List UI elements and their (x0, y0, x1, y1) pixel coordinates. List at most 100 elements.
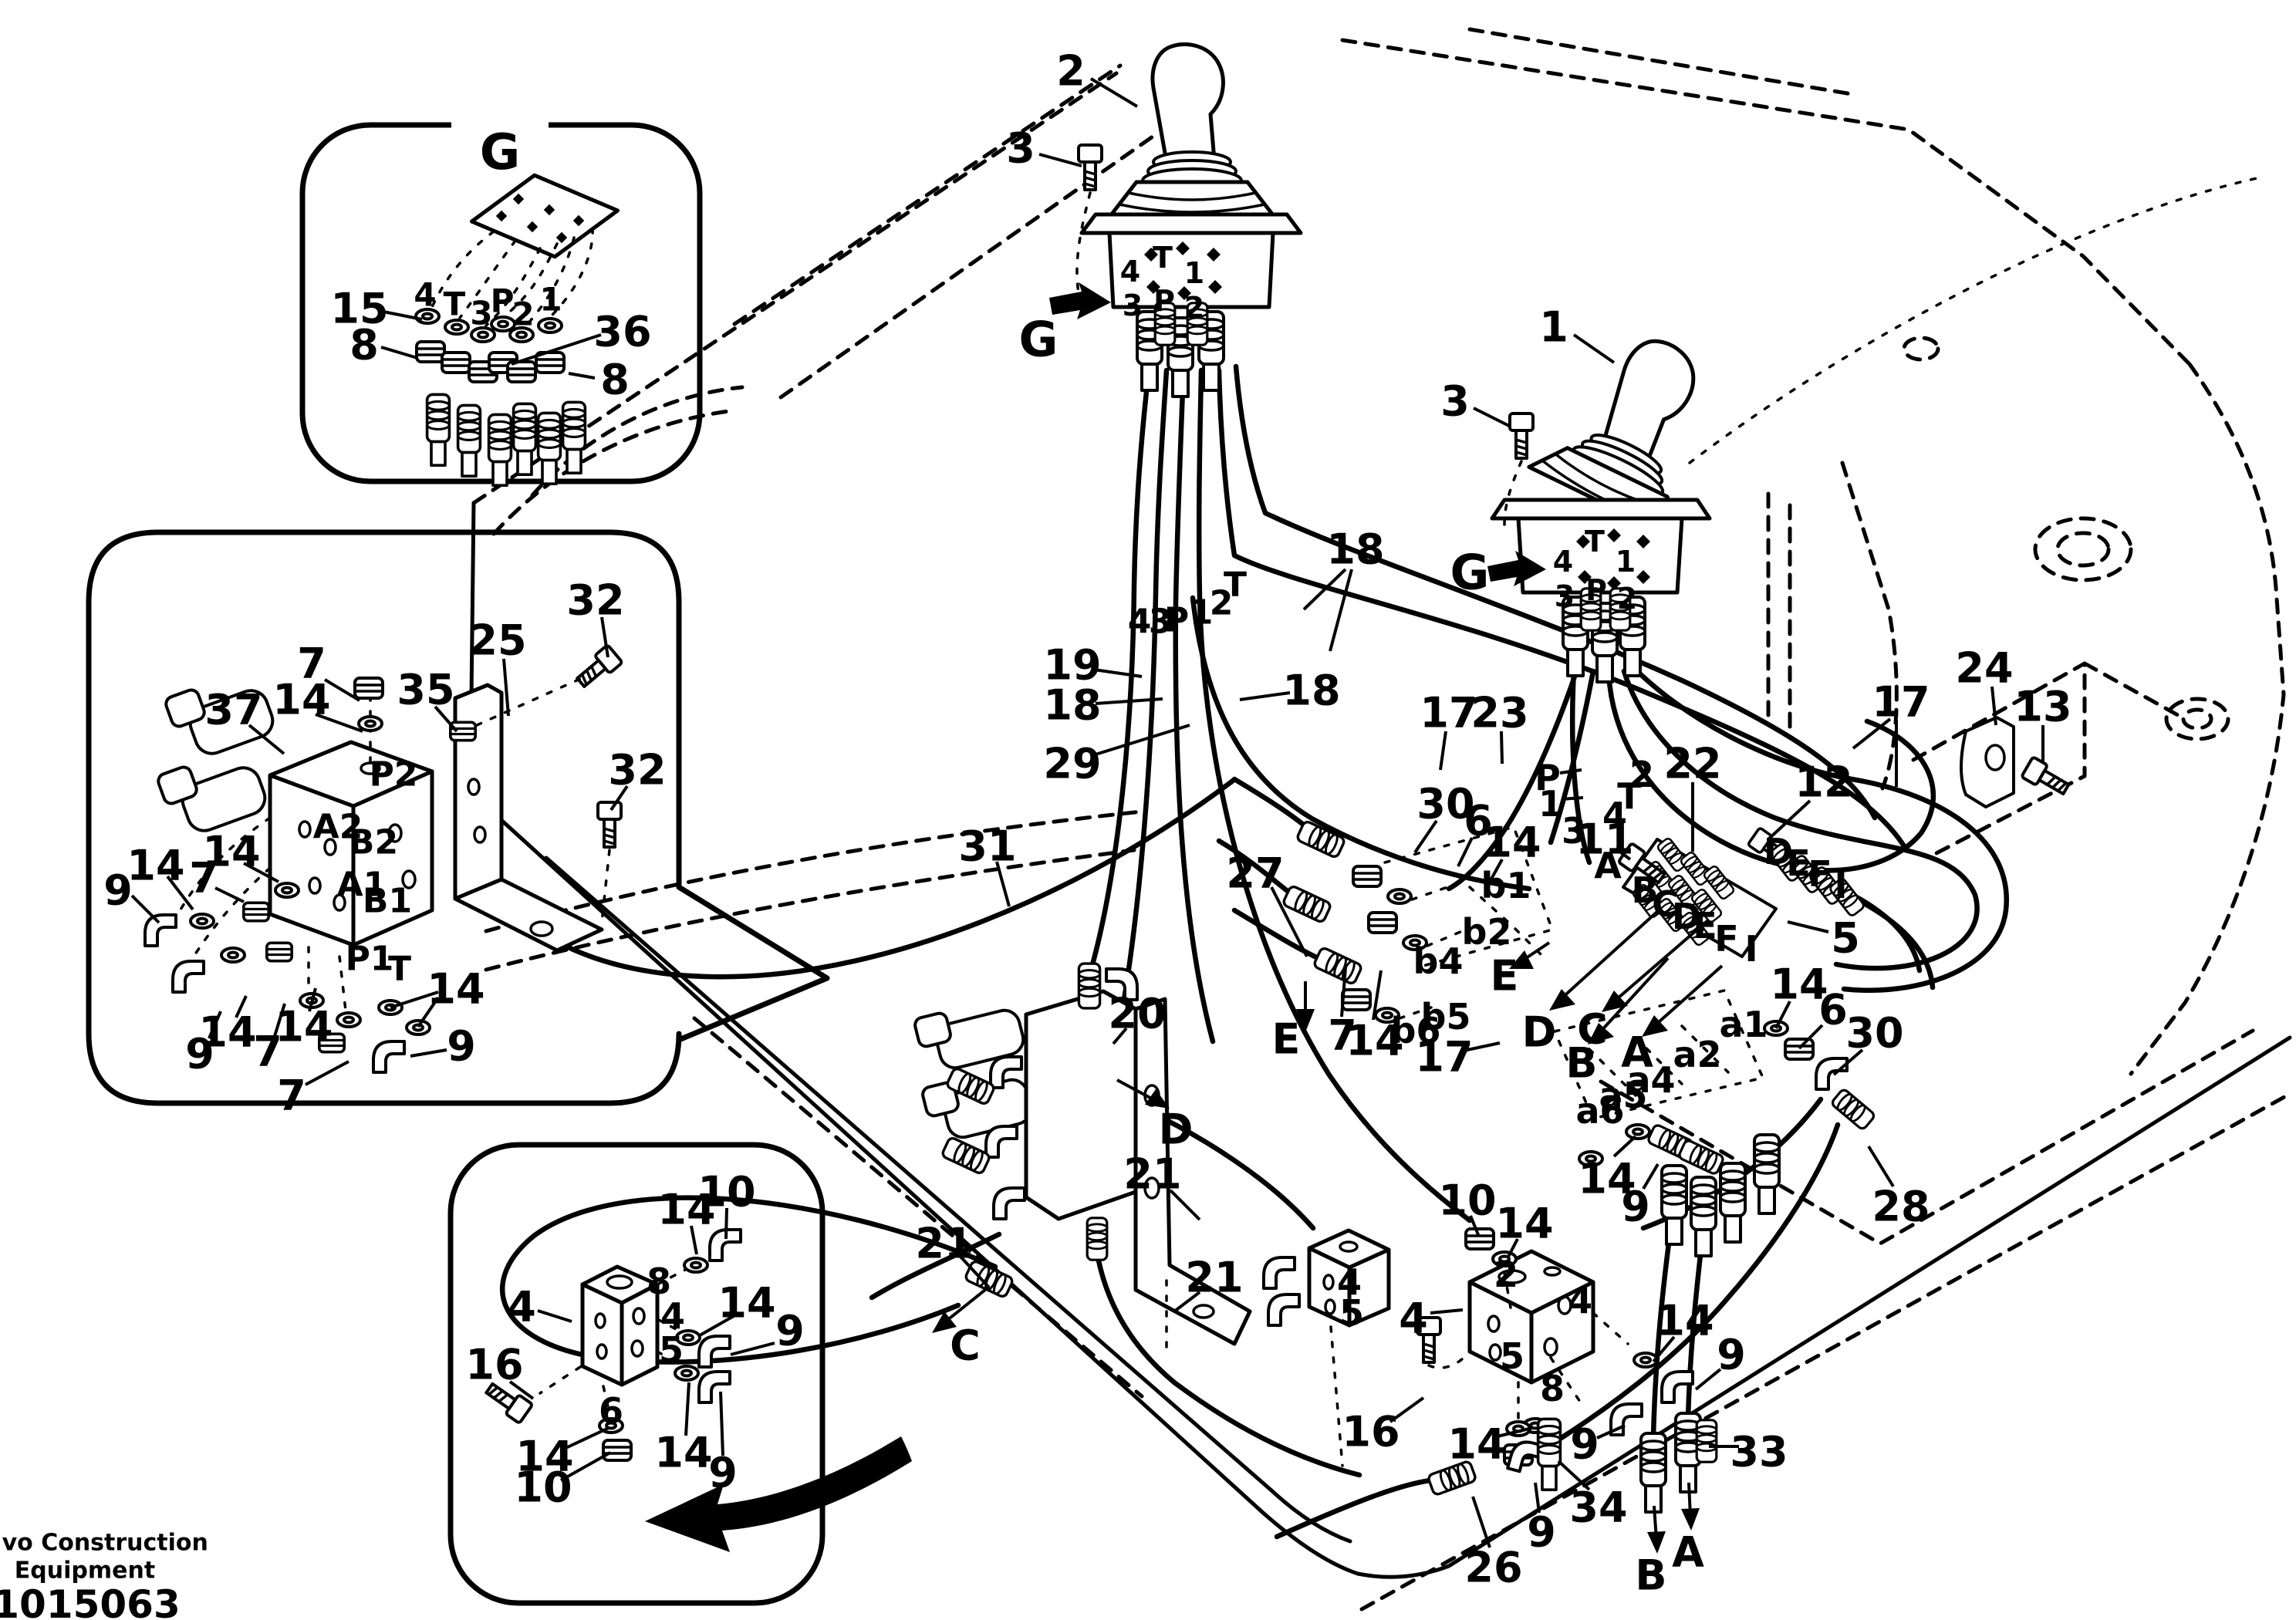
leader-line (1095, 724, 1190, 756)
callout-2: 2 (1210, 584, 1234, 623)
callout-37: 37 (204, 686, 262, 734)
callout-9: 9 (1621, 1183, 1650, 1231)
hoses (492, 363, 2009, 1540)
callout-T: T (1224, 565, 1247, 605)
leader-line (511, 333, 602, 366)
leader-line (1473, 407, 1510, 427)
callout-F: F (1808, 853, 1832, 895)
callout-2: 2 (1629, 754, 1654, 795)
callout-25: 25 (468, 616, 526, 665)
callout-3: 3 (1562, 810, 1586, 852)
callout-1: 1 (1538, 783, 1563, 825)
callout-8: 8 (349, 321, 379, 370)
leader-line (1652, 1335, 1676, 1363)
callout-A: A (1621, 1028, 1653, 1077)
callout-14: 14 (515, 1433, 573, 1481)
publisher-name-line2: Equipment (15, 1558, 155, 1585)
valve-block-20 (913, 962, 1252, 1359)
callout-T: T (444, 285, 466, 323)
callout-5: 5 (659, 1329, 684, 1371)
callout-1: 1 (1190, 593, 1214, 633)
leader-line (1561, 796, 1584, 801)
callout-B: B (1631, 869, 1658, 911)
callout-1: 1 (1539, 303, 1568, 352)
callout-4: 4 (1120, 255, 1140, 289)
junction-block-small (1262, 1228, 1391, 1467)
leader-line (235, 995, 248, 1018)
callout-P1: P1 (346, 940, 394, 979)
leader-line (1767, 799, 1811, 841)
callout-30: 30 (1845, 1009, 1903, 1058)
callout-14: 14 (202, 828, 260, 876)
leader-line (1506, 1238, 1519, 1259)
callout-6: 6 (1464, 797, 1493, 845)
leader-line (315, 713, 363, 733)
callout-3: 3 (1440, 377, 1470, 426)
leader-line (1534, 1482, 1541, 1514)
leader-line (417, 996, 440, 1028)
callout-18: 18 (1282, 667, 1340, 715)
callout-10: 10 (514, 1463, 572, 1512)
callout-I: I (1744, 928, 1757, 970)
leader-line (243, 862, 279, 883)
leader-line (1596, 1424, 1626, 1439)
callout-a1: a1 (1719, 1004, 1768, 1045)
callout-3: 3 (1123, 289, 1143, 322)
callout-5: 5 (1500, 1335, 1524, 1377)
leader-line (1095, 697, 1163, 705)
leader-line (1469, 1215, 1481, 1237)
callout-E: E (1491, 952, 1519, 1001)
leader-line (1990, 686, 1997, 726)
leader-line (1471, 1496, 1491, 1548)
leader-line (1614, 847, 1632, 861)
callout-14: 14 (275, 1003, 333, 1051)
clamp-24 (1960, 716, 2015, 808)
joystick-left (1075, 44, 1303, 397)
callout-G: G (480, 124, 521, 181)
callout-4: 4 (1602, 795, 1627, 836)
leader-line (323, 678, 361, 702)
callout-b1: b1 (1481, 865, 1531, 906)
leader-line (1372, 970, 1383, 1021)
callout-10: 10 (1438, 1176, 1496, 1225)
callout-4: 4 (507, 1283, 536, 1331)
leader-line (208, 1011, 222, 1039)
leader-line (1169, 1189, 1201, 1221)
callout-2: 2 (512, 295, 534, 333)
callout-30: 30 (1416, 780, 1474, 829)
callout-16: 16 (1342, 1408, 1400, 1456)
callout-8: 8 (647, 1261, 671, 1302)
leader-line (273, 1003, 286, 1037)
callout-18: 18 (1326, 525, 1384, 574)
callout-A2: A2 (313, 808, 363, 847)
callout-8: 8 (600, 356, 630, 404)
callout-4: 4 (1399, 1294, 1428, 1343)
bolt-13 (2020, 755, 2074, 801)
direction-arrows (645, 282, 1724, 1554)
callout-14: 14 (198, 1008, 256, 1057)
leader-line (308, 987, 317, 1012)
leader-line (1329, 569, 1353, 652)
callout-T: T (1617, 775, 1642, 817)
callout-7: 7 (1328, 1011, 1357, 1060)
callout-3: 3 (1149, 602, 1173, 642)
leader-line (684, 1382, 690, 1436)
callout-P: P (1585, 573, 1607, 607)
leader-line (1494, 1426, 1533, 1439)
callout-9: 9 (1570, 1420, 1599, 1469)
leader-line (1557, 1460, 1591, 1491)
callout-T: T (1153, 241, 1173, 275)
callout-14: 14 (427, 965, 485, 1014)
callout-B2: B2 (349, 823, 398, 862)
callout-5: 5 (1831, 914, 1860, 963)
callout-C: C (1577, 1005, 1608, 1054)
leader-line (1774, 1001, 1791, 1029)
leader-line (724, 1207, 728, 1240)
callout-29: 29 (1043, 740, 1101, 788)
leader-line (1093, 668, 1143, 678)
callout-32: 32 (608, 746, 666, 795)
leader-line (719, 1391, 724, 1456)
leader-line (214, 886, 245, 903)
callout-14: 14 (1483, 818, 1541, 867)
